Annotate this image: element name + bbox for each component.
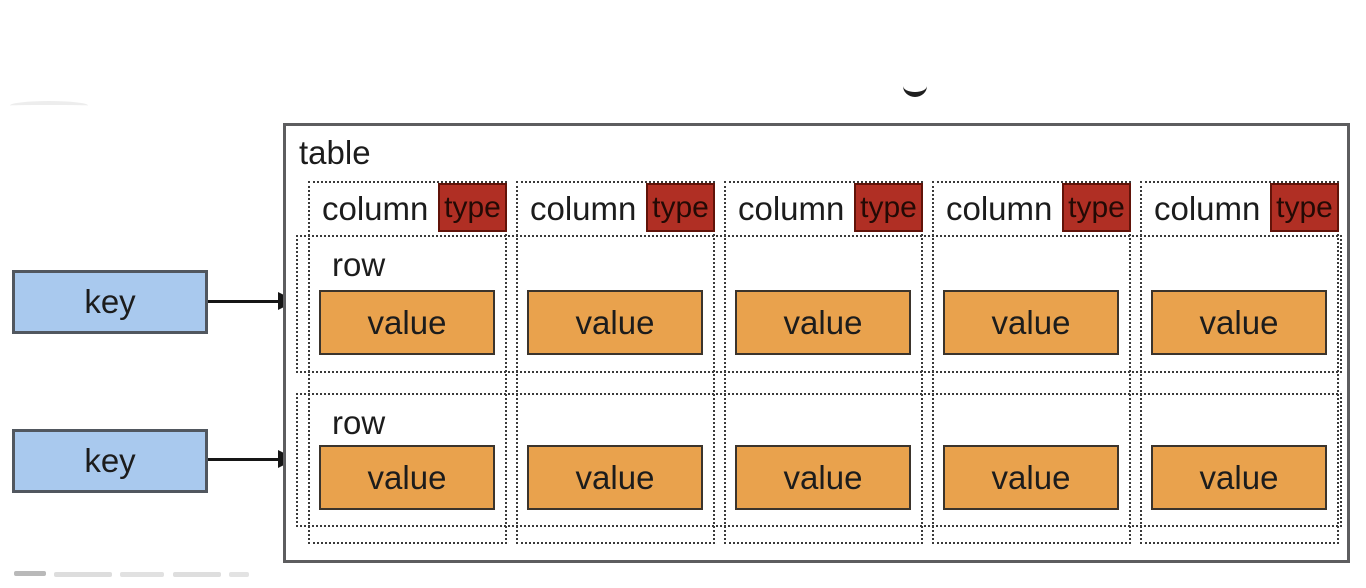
value-box: value — [1151, 290, 1327, 355]
column-box: column type — [1140, 181, 1339, 544]
column-label: column — [322, 190, 429, 227]
cropped-text-artifact-top — [903, 86, 927, 97]
value-box: value — [735, 290, 911, 355]
type-box: type — [1270, 183, 1339, 232]
value-box: value — [527, 445, 703, 510]
row-box: row — [296, 235, 1342, 373]
column-header: column type — [518, 183, 715, 235]
column-label: column — [530, 190, 637, 227]
row-box: row — [296, 393, 1342, 527]
column-label: column — [738, 190, 845, 227]
row-label: row — [332, 404, 386, 441]
cropped-text-artifact-top-left — [10, 101, 88, 110]
type-box: type — [854, 183, 923, 232]
value-box: value — [319, 445, 495, 510]
column-box: column type — [308, 181, 507, 544]
type-box: type — [646, 183, 715, 232]
artifact-segment — [14, 571, 46, 576]
value-box: value — [943, 445, 1119, 510]
value-box: value — [527, 290, 703, 355]
value-box: value — [735, 445, 911, 510]
artifact-segment — [54, 572, 112, 577]
column-label: column — [946, 190, 1053, 227]
table-box: table column type column type column typ… — [283, 123, 1350, 563]
artifact-segment — [120, 572, 164, 577]
key-box: key — [12, 429, 208, 493]
column-header: column type — [726, 183, 923, 235]
column-header: column type — [1142, 183, 1339, 235]
key-to-row-arrow — [208, 450, 296, 468]
table-label: table — [299, 134, 371, 171]
key-box: key — [12, 270, 208, 334]
column-box: column type — [724, 181, 923, 544]
artifact-segment — [229, 572, 249, 577]
type-box: type — [438, 183, 507, 232]
value-box: value — [943, 290, 1119, 355]
value-box: value — [319, 290, 495, 355]
column-box: column type — [932, 181, 1131, 544]
value-box: value — [1151, 445, 1327, 510]
artifact-segment — [173, 572, 221, 577]
column-box: column type — [516, 181, 715, 544]
row-label: row — [332, 246, 386, 283]
key-to-row-arrow — [208, 292, 296, 310]
type-box: type — [1062, 183, 1131, 232]
column-label: column — [1154, 190, 1261, 227]
column-header: column type — [310, 183, 507, 235]
column-header: column type — [934, 183, 1131, 235]
